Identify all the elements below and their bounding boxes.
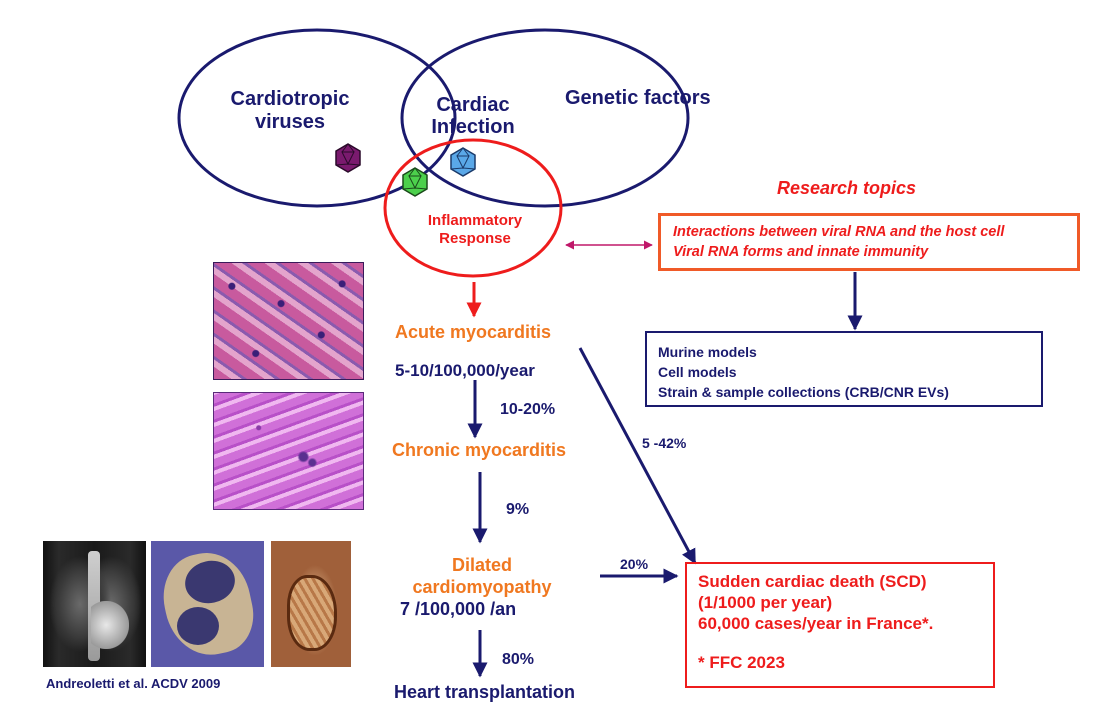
label-chronic-to-dcm-pct: 9% — [506, 501, 530, 518]
heart-section-image — [151, 541, 264, 667]
label-cardiotropic-line2: viruses — [254, 111, 326, 133]
xray-heart-shadow — [91, 601, 129, 649]
virus-icon-purple — [335, 143, 361, 173]
label-dcm-to-scd-pct: 20% — [620, 556, 649, 572]
citation: Andreoletti et al. ACDV 2009 — [46, 676, 221, 691]
venn-ellipse-genetic — [400, 28, 690, 208]
label-dcm-line1: Dilated — [451, 555, 512, 575]
label-acute-to-scd-pct: 5 -42% — [642, 435, 687, 451]
models-item-murine: Murine models — [658, 344, 757, 360]
label-dilated-cardiomyopathy: Dilated cardiomyopathy — [392, 554, 572, 598]
virus-icon-blue — [450, 147, 476, 177]
models-item-collections: Strain & sample collections (CRB/CNR EVs… — [658, 384, 949, 400]
label-inflammatory-response: Inflammatory Response — [400, 212, 550, 248]
label-cardiac-line1: Cardiac — [436, 94, 510, 116]
scd-box: Sudden cardiac death (SCD) (1/1000 per y… — [685, 562, 995, 688]
label-dcm-to-transplant-pct: 80% — [502, 651, 535, 668]
chest-xray-image — [43, 541, 146, 667]
research-line-1: Interactions between viral RNA and the h… — [673, 224, 1005, 240]
heart-chamber-lower — [177, 607, 219, 645]
label-cardiotropic-line1: Cardiotropic — [230, 88, 350, 110]
scd-line-1: Sudden cardiac death (SCD) — [698, 572, 927, 591]
research-line-2: Viral RNA forms and innate immunity — [673, 244, 929, 260]
research-topics-title: Research topics — [777, 178, 917, 198]
label-heart-transplantation: Heart transplantation — [394, 682, 576, 702]
heart-specimen-image — [271, 541, 351, 667]
inflammation-ellipse — [383, 138, 563, 278]
scd-line-2: (1/1000 per year) — [698, 593, 833, 612]
label-dcm-rate: 7 /100,000 /an — [400, 599, 517, 619]
scd-footnote: * FFC 2023 — [698, 653, 785, 672]
label-genetic-factors: Genetic factors — [565, 87, 711, 109]
label-acute-myocarditis: Acute myocarditis — [395, 322, 552, 342]
models-box: Murine models Cell models Strain & sampl… — [645, 331, 1043, 407]
histology-image-chronic — [213, 392, 364, 510]
models-item-cell: Cell models — [658, 364, 737, 380]
histology-image-acute — [213, 262, 364, 380]
label-dcm-line2: cardiomyopathy — [412, 577, 552, 597]
virus-icon-green — [402, 167, 428, 197]
venn-ellipse-viruses — [177, 28, 457, 208]
label-inflammatory-line1: Inflammatory — [427, 212, 523, 229]
label-acute-to-chronic-pct: 10-20% — [500, 401, 556, 418]
label-acute-rate: 5-10/100,000/year — [395, 361, 535, 380]
scd-line-3: 60,000 cases/year in France*. — [698, 614, 934, 633]
label-cardiotropic-viruses: Cardiotropic viruses — [215, 88, 365, 134]
label-inflammatory-line2: Response — [439, 230, 511, 247]
label-cardiac-line2: Infection — [431, 116, 515, 138]
research-topics-box: Interactions between viral RNA and the h… — [658, 213, 1080, 271]
label-chronic-myocarditis: Chronic myocarditis — [392, 440, 567, 460]
heart-specimen-wall — [287, 575, 337, 651]
arrow-acute-to-scd — [578, 347, 697, 565]
label-cardiac-infection: Cardiac Infection — [408, 94, 538, 138]
